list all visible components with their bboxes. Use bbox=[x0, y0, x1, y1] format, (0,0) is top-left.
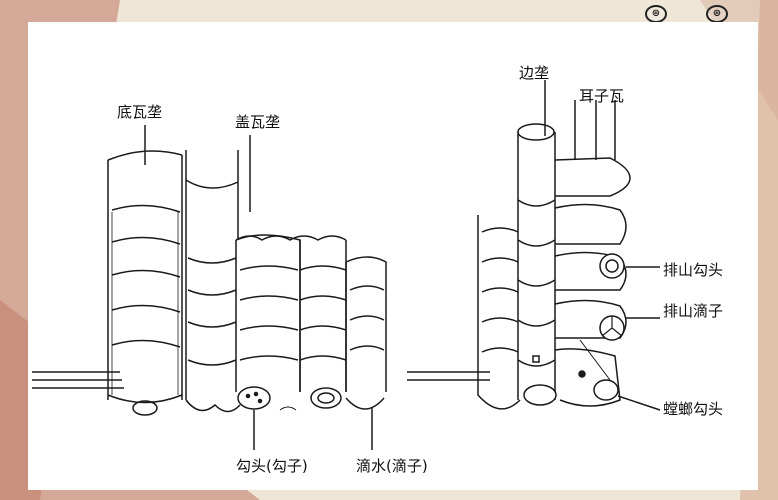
right-bottom-tiles bbox=[477, 215, 521, 410]
label-bottom-tile-ridge: 底瓦垄 bbox=[117, 103, 163, 121]
cover-tile-ridge-drawing bbox=[185, 150, 239, 400]
cover-tile-column bbox=[235, 234, 301, 410]
label-gable-drip-tile: 排山滴子 bbox=[663, 302, 724, 320]
edge-ridge-drawing bbox=[517, 123, 557, 406]
right-leader-lines bbox=[544, 80, 661, 411]
bottom-tile-ridge-drawing bbox=[107, 150, 183, 416]
previous-slide-button[interactable]: ⊛ bbox=[645, 5, 667, 23]
label-eave-tile: 勾头(勾子) bbox=[236, 457, 308, 475]
label-drip-tile: 滴水(滴子) bbox=[356, 457, 428, 475]
label-mantis-eave-tile: 螳螂勾头 bbox=[663, 400, 724, 418]
label-edge-ridge: 边垄 bbox=[519, 64, 550, 82]
roof-tile-diagram bbox=[32, 80, 661, 450]
diagram-panel bbox=[28, 22, 758, 490]
label-cover-tile-ridge: 盖瓦垄 bbox=[235, 113, 281, 131]
label-gable-eave-tile: 排山勾头 bbox=[663, 261, 724, 279]
left-ground-lines bbox=[32, 371, 124, 389]
label-ear-tile: 耳子瓦 bbox=[579, 87, 625, 105]
next-slide-button[interactable]: ⊛ bbox=[706, 5, 728, 23]
ear-tile-stack bbox=[554, 157, 631, 407]
right-ground-lines bbox=[407, 371, 490, 381]
right-tile-columns bbox=[185, 235, 387, 413]
left-leader-lines bbox=[144, 125, 373, 450]
